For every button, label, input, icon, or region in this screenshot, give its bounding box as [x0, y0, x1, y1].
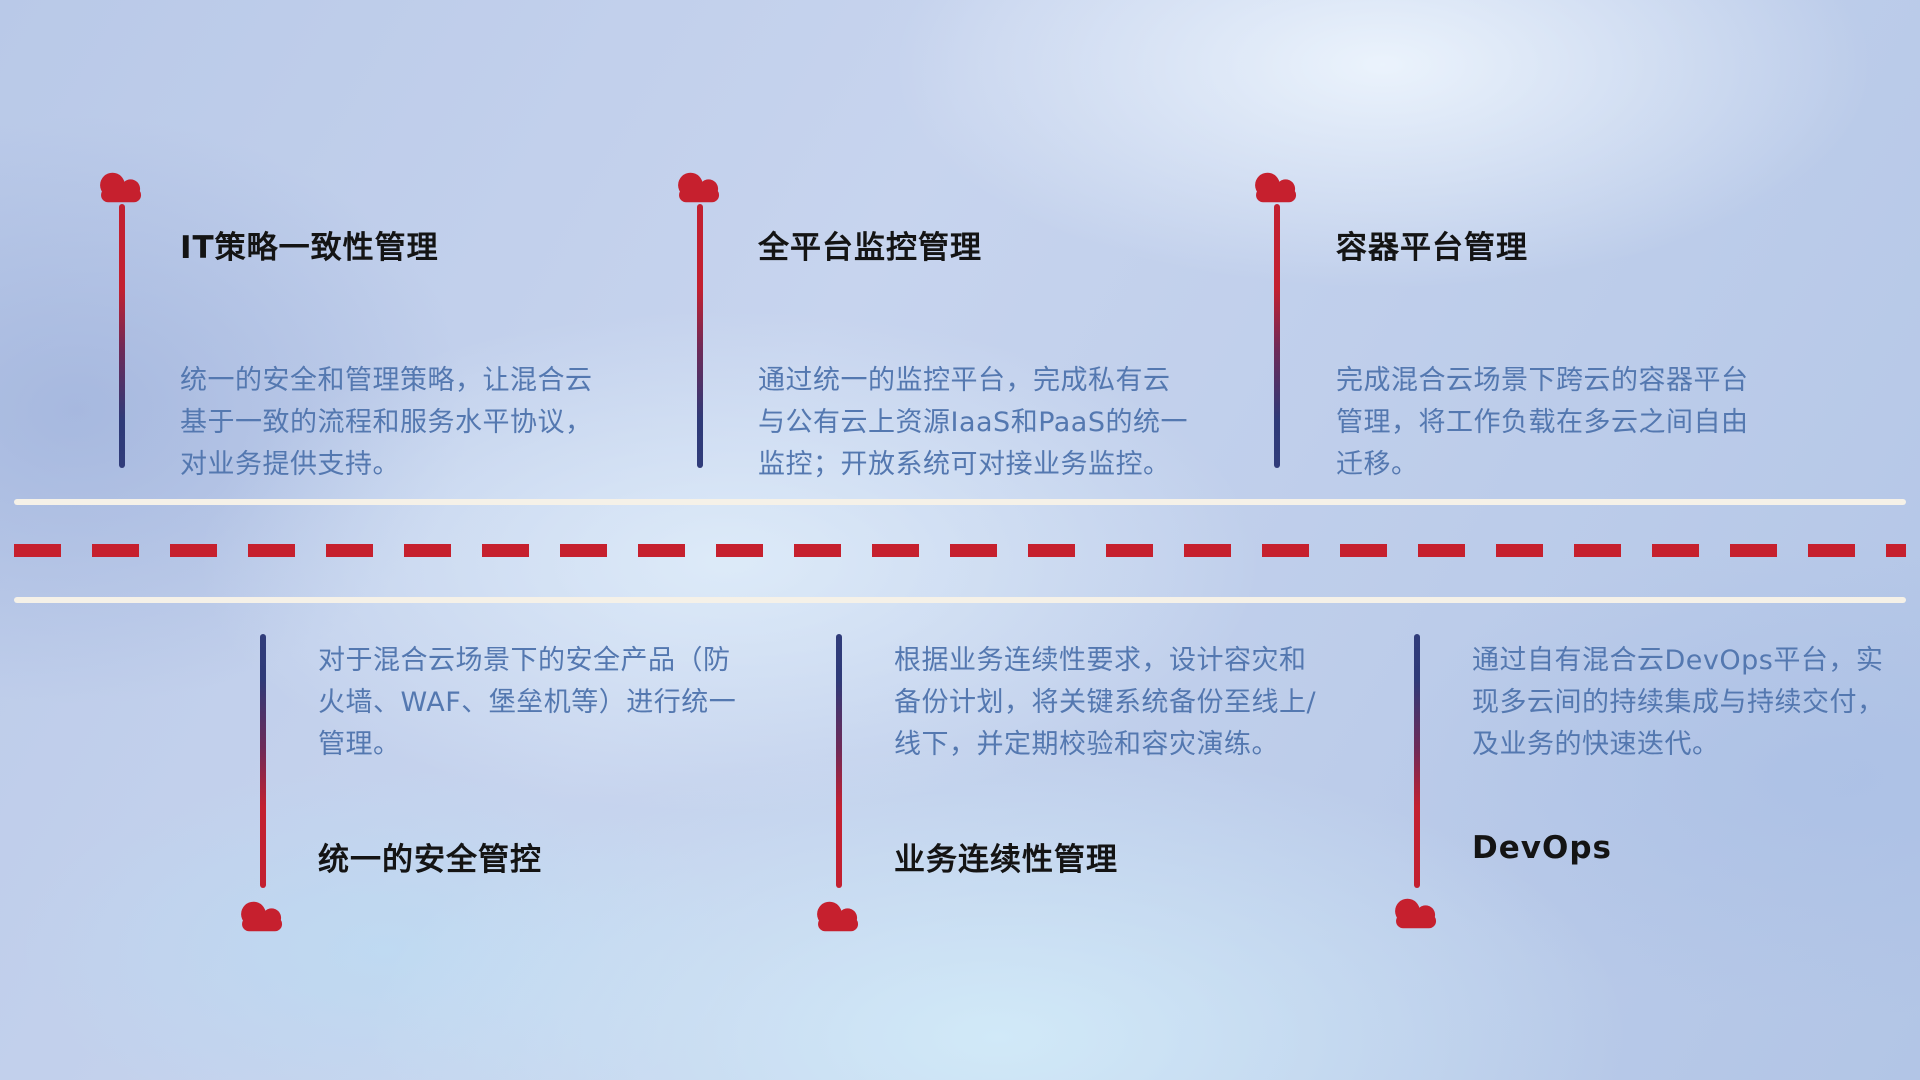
cloud-icon [810, 896, 868, 936]
item-title-business-continuity: 业务连续性管理 [894, 842, 1118, 878]
road-edge-line-top [14, 499, 1906, 505]
item-description-it-policy: 统一的安全和管理策略，让混合云基于一致的流程和服务水平协议，对业务提供支持。 [180, 365, 593, 480]
cloud-icon [671, 167, 729, 207]
item-description-security-control: 对于混合云场景下的安全产品（防火墙、WAF、堡垒机等）进行统一管理。 [318, 645, 737, 760]
connector-line [119, 204, 125, 468]
connector-line [260, 634, 266, 888]
item-description-devops: 通过自有混合云DevOps平台，实现多云间的持续集成与持续交付，及业务的快速迭代… [1472, 645, 1885, 760]
cloud-icon [93, 167, 151, 207]
road-dashed-center-line [14, 544, 1906, 557]
item-title-container-platform: 容器平台管理 [1336, 230, 1528, 266]
cloud-icon [1388, 893, 1446, 933]
connector-line [697, 204, 703, 468]
item-title-devops: DevOps [1472, 830, 1612, 866]
item-description-container-platform: 完成混合云场景下跨云的容器平台管理，将工作负载在多云之间自由迁移。 [1336, 365, 1749, 480]
item-title-it-policy: IT策略一致性管理 [180, 230, 439, 266]
item-title-monitoring: 全平台监控管理 [758, 230, 982, 266]
connector-line [836, 634, 842, 888]
item-title-security-control: 统一的安全管控 [318, 842, 542, 878]
cloud-icon [1248, 167, 1306, 207]
connector-line [1414, 634, 1420, 888]
connector-line [1274, 204, 1280, 468]
road-edge-line-bottom [14, 597, 1906, 603]
cloud-icon [234, 896, 292, 936]
item-description-monitoring: 通过统一的监控平台，完成私有云与公有云上资源IaaS和PaaS的统一监控；开放系… [758, 365, 1188, 480]
item-description-business-continuity: 根据业务连续性要求，设计容灾和备份计划，将关键系统备份至线上/线下，并定期校验和… [894, 645, 1317, 760]
